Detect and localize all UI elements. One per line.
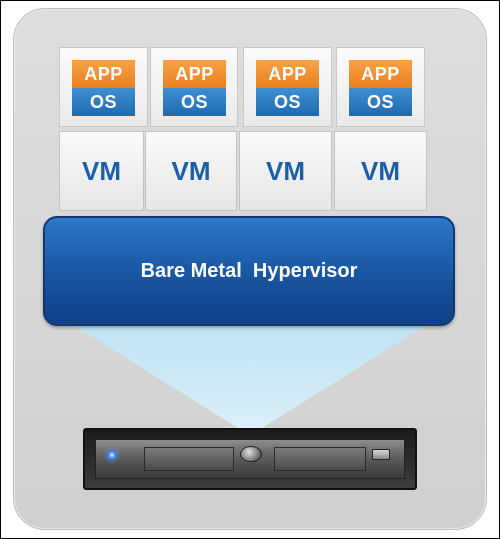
- status-led-icon: [107, 450, 117, 460]
- rack-server-icon: [83, 428, 417, 490]
- drive-bay-left: [144, 447, 234, 471]
- os-label: OS: [349, 88, 412, 116]
- vm-box-2: VM: [145, 131, 237, 211]
- app-label: APP: [349, 60, 412, 88]
- app-os-stack-3: APP OS: [243, 47, 332, 127]
- app-os-stack-4: APP OS: [336, 47, 425, 127]
- app-label: APP: [256, 60, 319, 88]
- os-label: OS: [163, 88, 226, 116]
- app-os-stack-1: APP OS: [59, 47, 148, 127]
- vm-box-3: VM: [239, 131, 332, 211]
- vm-box-1: VM: [59, 131, 144, 211]
- drive-bay-right: [274, 447, 366, 471]
- power-button-icon: [240, 446, 262, 462]
- app-os-stack-2: APP OS: [150, 47, 238, 127]
- os-label: OS: [256, 88, 319, 116]
- os-label: OS: [72, 88, 135, 116]
- vm-box-4: VM: [334, 131, 427, 211]
- app-label: APP: [72, 60, 135, 88]
- hypervisor-label: Bare Metal Hypervisor: [140, 259, 358, 282]
- app-label: APP: [163, 60, 226, 88]
- usb-port-icon: [372, 449, 390, 460]
- hypervisor-block: Bare Metal Hypervisor: [43, 216, 455, 326]
